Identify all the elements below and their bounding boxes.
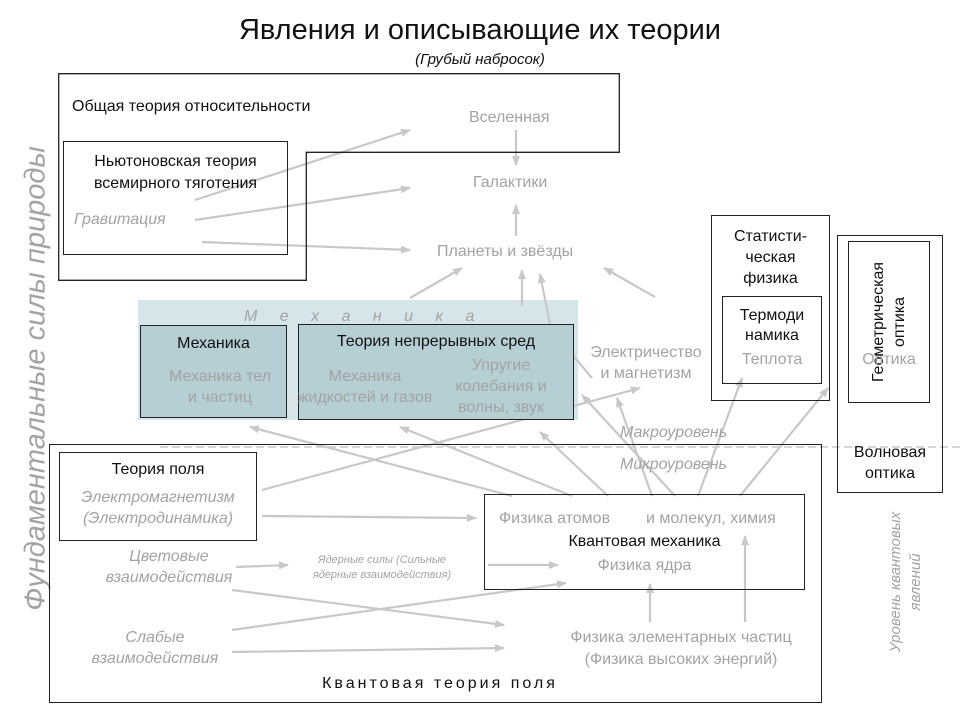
quantum-level-line1: Уровень квантовых	[887, 511, 904, 653]
galaxies-text: Галактики	[473, 174, 548, 191]
arrow-molecules-heat	[696, 377, 744, 497]
arrow-color-particles	[231, 588, 505, 628]
qft-box	[49, 444, 822, 703]
statistical-physics-label: Статисти- ческая физика	[711, 226, 830, 289]
quantum-mechanics-box	[484, 494, 805, 590]
thermodynamics-label: Термоди намика	[722, 306, 822, 346]
atoms-text: Физика атомов	[499, 510, 611, 527]
statistical-physics-box	[711, 215, 830, 401]
arrow-atoms-em	[615, 397, 654, 497]
color-line1: Цветовые	[129, 548, 209, 565]
quantum-level-line2: явлений	[907, 553, 924, 611]
arrow-electromag-em	[261, 386, 641, 492]
elastic-line1: Упругие	[471, 357, 531, 374]
general-relativity-box	[58, 73, 620, 281]
arrow-gravitation-universe	[194, 128, 411, 202]
geom-line1: Геометрическая	[870, 261, 887, 383]
elastic-line2: колебания и	[455, 378, 547, 395]
newton-line2: всемирного тяготения	[93, 175, 258, 192]
newton-line1: Ньютоновская теория	[94, 153, 257, 170]
continuum-box	[298, 324, 574, 420]
nuclear-line1: Ядерные силы (Сильные	[317, 554, 447, 566]
micro-level-text: Микроуровень	[620, 456, 727, 473]
quantum-level-label: Уровень квантовых явлений	[886, 472, 926, 692]
general-relativity-label: Общая теория относительности	[72, 98, 311, 115]
weak-line2: взаимодействия	[91, 650, 219, 667]
wave-line1: Волновая	[853, 444, 927, 461]
arrow-weak-nucleus	[231, 580, 567, 632]
fundamental-forces-label: Фундаментальные силы природы	[19, 146, 52, 611]
geometric-optics-box	[848, 241, 930, 403]
nuclear-forces-text: Ядерные силы (Сильные ядерные взаимодейс…	[282, 553, 482, 583]
continuum-label: Теория непрерывных сред	[336, 333, 536, 350]
wave-optics-label: Волновая оптика	[837, 442, 943, 484]
molecules-text: и молекул, химия	[646, 510, 776, 527]
elastic-text: Упругие колебания и волны, звук	[436, 355, 566, 418]
page-subtitle: (Грубый набросок)	[415, 51, 545, 68]
bodies-line2: и частиц	[187, 389, 253, 406]
arrow-atoms-fluids	[399, 425, 573, 498]
color-interactions-text: Цветовые взаимодействия	[84, 546, 254, 588]
arrow-molecules-fluids2	[581, 394, 676, 497]
page-title: Явления и описывающие их теории	[238, 14, 722, 46]
stat-line2: ческая	[745, 249, 796, 266]
elastic-line3: волны, звук	[458, 399, 544, 416]
em-line1: Электричество	[590, 344, 702, 361]
field-theory-box	[59, 452, 257, 541]
mechanics-banner-text: М е х а н и к а	[244, 308, 475, 325]
arrow-electromag-atoms	[261, 513, 477, 522]
stat-line3: физика	[743, 270, 798, 287]
arrow-mechanics-planets	[409, 267, 463, 299]
particle-physics-text: Физика элементарных частиц (Физика высок…	[536, 627, 826, 671]
particles-line2: (Физика высоких энергий)	[584, 651, 778, 668]
heat-text: Теплота	[741, 351, 803, 368]
fluids-text: Механика жидкостей и газов	[290, 366, 440, 408]
newton-label: Ньютоновская теория всемирного тяготения	[63, 151, 288, 195]
particles-line1: Физика элементарных частиц	[570, 629, 792, 646]
field-theory-label: Теория поля	[111, 461, 205, 478]
thermo-line1: Термоди	[739, 307, 805, 324]
quantum-mechanics-label: Квантовая механика	[568, 533, 721, 550]
fluids-line1: Механика	[328, 368, 402, 385]
bodies-text: Механика тел и частиц	[140, 366, 300, 408]
arrow-atoms-elastic	[539, 431, 609, 497]
color-line2: взаимодействия	[105, 569, 233, 586]
arrow-weak-particles	[231, 644, 505, 654]
wave-line2: оптика	[864, 465, 916, 482]
stat-line1: Статисти-	[733, 228, 808, 245]
arrow-color-nuclear	[235, 561, 289, 570]
newton-box	[63, 141, 288, 255]
em-line2: и магнетизм	[600, 365, 692, 382]
general-relativity-outline	[58, 73, 620, 281]
arrow-atoms-bodies	[249, 425, 513, 498]
arrow-gravitation-galaxies	[194, 185, 411, 222]
thermodynamics-box	[722, 296, 822, 384]
bodies-line1: Механика тел	[168, 368, 272, 385]
thermo-line2: намика	[745, 327, 799, 344]
mechanics-box	[140, 325, 287, 418]
arrow-molecules-optics	[739, 387, 829, 497]
geometric-optics-label: Геометрическая оптика	[868, 242, 910, 402]
planets-stars-text: Планеты и звёзды	[437, 243, 574, 260]
fluids-line2: жидкостей и газов	[297, 389, 433, 406]
nuclear-line2: ядерные взаимодействия)	[312, 569, 452, 581]
em-text: Электричество и магнетизм	[576, 342, 716, 384]
electromag-text: Электромагнетизм (Электродинамика)	[59, 487, 257, 529]
weak-interactions-text: Слабые взаимодействия	[70, 627, 240, 669]
qft-label: Квантовая теория поля	[322, 675, 558, 692]
universe-text: Вселенная	[469, 109, 550, 126]
weak-line1: Слабые	[125, 629, 185, 646]
macro-level-text: Макроуровень	[620, 424, 728, 441]
wave-optics-box	[837, 235, 943, 493]
gravitation-text: Гравитация	[74, 211, 166, 228]
geom-line2: оптика	[891, 296, 908, 348]
mechanics-label: Механика	[177, 335, 250, 352]
electromag-line1: Электромагнетизм	[81, 489, 235, 506]
arrow-em-planets	[603, 267, 656, 298]
electromag-line2: (Электродинамика)	[82, 510, 234, 527]
optics-text: Оптика	[862, 351, 916, 368]
nucleus-text: Физика ядра	[597, 557, 692, 574]
